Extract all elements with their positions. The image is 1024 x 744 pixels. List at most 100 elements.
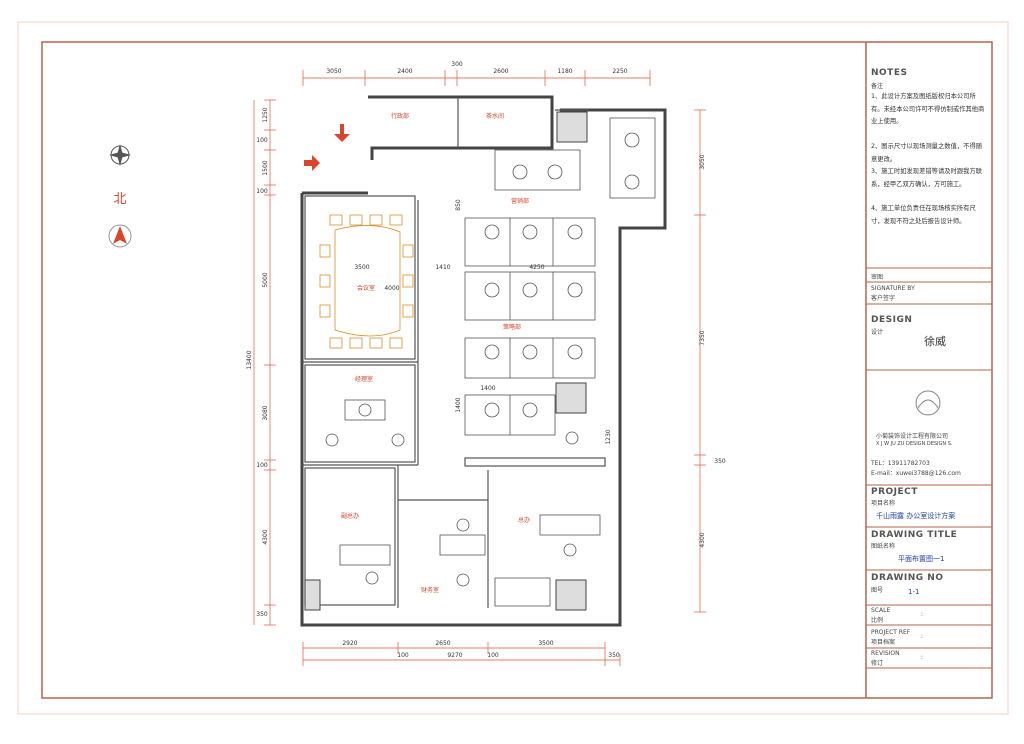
notes-title: NOTES [871,68,908,78]
dim-right: 4300 [699,532,706,547]
signature-label-en: SIGNATURE BY [871,285,915,292]
dim-bottom: 100 [487,652,499,659]
dim-left: 100 [256,462,268,469]
exterior-walls [300,95,667,627]
room-label-manager: 经理室 [355,375,373,383]
dim-inner: 4000 [384,285,399,292]
room-label-general: 总办 [518,516,530,524]
designer-name: 徐威 [924,335,946,348]
company-logo-icon [915,390,941,416]
dim-inner: 1230 [605,429,612,444]
scale-label-cn: 比例 [871,617,884,624]
title-block: NOTES 备注 1、此设计方案及图纸版权归本公司所有。未经本公司许可不得仿制或… [866,42,992,698]
dim-top: 2400 [397,68,412,75]
room-label-dept1: 营销部 [511,197,529,205]
entry-arrow-icon [334,124,350,142]
structural-column [304,111,588,611]
dim-top: 1180 [557,68,572,75]
note-item: 1、此设计方案及图纸版权归本公司所有。未经本公司许可不得仿制或作其他商业上使用。 [871,93,985,125]
office-chair-icon [325,132,640,587]
dim-left-total: 13400 [246,350,253,369]
workstation-cluster [339,117,656,607]
dim-left: 100 [256,188,268,195]
outer-sheet-border [17,21,1009,715]
dim-bottom-total: 9270 [447,652,462,659]
drawing-no: 1-1 [908,588,920,596]
title-block-grid [866,267,992,669]
review-label: 审图 [871,274,884,281]
dim-bottom: 3500 [538,640,553,647]
drawing-no-label-cn: 图号 [871,587,884,594]
project-ref-value: : [921,633,924,640]
company-email: E-mail：xuwei3788@126.com [871,470,961,477]
entry-arrow-icon [304,155,320,171]
dim-bottom: 350 [608,652,620,659]
note-item: 2、图示尺寸以现场测量之数值，不得随意更改。 [871,143,983,163]
right-dimension-line [694,109,706,613]
revision-label-en: REVISION [871,650,900,657]
design-label-en: DESIGN [871,315,913,325]
north-label: 北 [113,192,126,207]
room-label-admin: 行政部 [391,112,409,120]
room-label-pantry: 茶水间 [486,112,504,120]
conference-table [319,214,414,349]
revision-label-cn: 修订 [871,660,884,667]
dim-top: 300 [451,61,463,68]
note-item: 3、施工时如发现差错等请及时跟我方联系，经甲乙双方确认，方可施工。 [871,168,983,188]
north-arrow-icon [108,224,132,248]
note-item: 4、施工单位负责任在现场核实所有尺寸，发现不符之处后报告设计师。 [871,205,976,225]
dim-right: 3050 [699,154,706,169]
interior-walls [302,97,606,608]
dim-left: 1250 [262,107,269,122]
room-label-conference: 会议室 [357,284,375,292]
dim-inner: 3500 [354,264,369,271]
room-label-vice-gm: 副总办 [341,512,359,520]
dim-right: 350 [714,458,726,465]
dim-left: 1500 [262,160,269,175]
dim-left: 350 [256,611,268,618]
dim-top: 2600 [493,68,508,75]
project-name: 千山雨露 办公室设计方案 [876,512,956,520]
dim-top: 2250 [612,68,627,75]
drawing-no-label-en: DRAWING NO [871,573,944,583]
bottom-dimension-line [302,642,621,666]
dim-inner: 4250 [529,264,544,271]
drawing-title: 平面布置图一1 [898,555,945,563]
room-label-finance: 财务室 [421,586,439,594]
dim-inner: 1410 [435,264,450,271]
drawing-title-label-en: DRAWING TITLE [871,530,958,540]
company-tel: TEL：13911782703 [871,460,930,467]
dim-right: 7350 [699,330,706,345]
project-ref-label-cn: 项目档案 [871,639,896,646]
project-label-cn: 项目名称 [871,500,896,507]
drawing-frame [41,41,993,699]
scale-value: : [921,611,924,618]
dim-bottom: 2920 [342,640,357,647]
dim-top: 3050 [326,68,341,75]
drawing-title-label-cn: 图纸名称 [871,543,896,550]
dim-left: 5000 [262,272,269,287]
left-dimension-line [253,100,271,625]
dim-left: 100 [256,137,268,144]
revision-value: : [921,654,924,661]
notes-title-cn: 备注 [871,83,884,90]
dim-left: 3080 [262,405,269,420]
compass-rose-icon [109,144,131,166]
company-name-cn: 小菊装饰设计工程有限公司 [876,433,949,440]
signature-label-cn: 客户签字 [871,295,896,302]
scale-label-en: SCALE [871,607,891,614]
design-label-cn: 设计 [871,329,884,336]
dim-bottom: 2650 [435,640,450,647]
project-label-en: PROJECT [871,487,918,497]
dim-bottom: 100 [397,652,409,659]
dim-inner: 1400 [480,385,495,392]
dim-inner: 1400 [455,397,462,412]
top-dimension-line [302,70,651,86]
company-name-en: X J W JU ZU DESIGN DESIGN S. [876,441,953,447]
dim-left: 4300 [262,529,269,544]
room-label-dept2: 策略部 [503,323,521,331]
dim-inner: 850 [455,199,462,211]
project-ref-label-en: PROJECT REF [871,629,911,636]
